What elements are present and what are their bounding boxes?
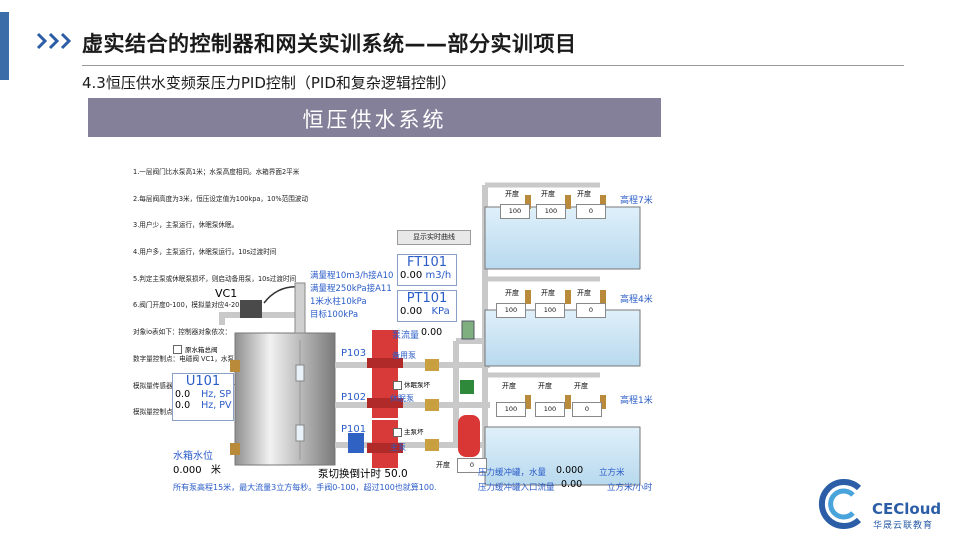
valve-opening-input[interactable]: 0 <box>572 402 602 417</box>
floor-1m-label: 高程1米 <box>620 396 653 406</box>
valve-opening-input[interactable]: 0 <box>576 303 606 318</box>
note-line: 1米水柱10kPa <box>310 297 367 307</box>
p103-label: P103 <box>341 348 367 359</box>
instruction-line: 4.用户多，主泵运行，休眠泵运行。10s过渡时间 <box>133 247 277 256</box>
sleep-pump-fault-label: 休眠泵坏 <box>404 381 430 389</box>
ft101-value: 0.00 <box>400 270 423 281</box>
valve-opening-label: 开度 <box>505 190 519 198</box>
u101-pv-unit: Hz, PV <box>201 400 232 411</box>
pt101-display: PT101 0.00 KPa <box>397 290 457 322</box>
instruction-line: 1.一层阀门比水泵高1米；水泵高度相同。水箱界面2平米 <box>133 167 300 176</box>
main-pump-label: 主泵 <box>390 443 406 452</box>
valve-opening-label: 开度 <box>577 190 591 198</box>
ft101-unit: m3/h <box>425 270 452 281</box>
instruction-line: 2.每层阀高度为3米，恒压设定值为100kpa，10%范围波动 <box>133 194 309 203</box>
valve-opening-input[interactable]: 100 <box>496 303 526 318</box>
instruction-line: 5.判定主泵或休眠泵损坏，则启动备用泵，10s过渡时间 <box>133 274 297 283</box>
buffer-tank-unit: 立方米 <box>599 468 625 478</box>
valve-opening-label: 开度 <box>502 382 516 390</box>
valve-opening-input[interactable]: 100 <box>500 204 530 219</box>
instruction-line: 3.用户少，主泵运行，休眠泵休眠。 <box>133 221 239 230</box>
valve-opening-input[interactable]: 100 <box>536 204 566 219</box>
footer-note: 所有泵高程15米，最大流量3立方每秒。手阀0-100，超过100也就算100. <box>173 483 437 492</box>
valve-opening-input[interactable]: 100 <box>496 402 526 417</box>
floor-tank-1m <box>484 372 641 486</box>
buffer-inlet-value: 0.00 <box>561 479 583 490</box>
valve-opening-label: 开度 <box>541 190 555 198</box>
pt101-value: 0.00 <box>400 306 423 317</box>
main-pump-fault-label: 主泵坏 <box>404 428 424 436</box>
u101-pv-value: 0.0 <box>175 400 191 411</box>
tank-level-label: 水箱水位 <box>173 451 213 462</box>
raw-water-label: 原水箱总阀 <box>185 346 218 354</box>
tank-level-unit: 米 <box>210 465 221 476</box>
valve-opening-input[interactable]: 100 <box>535 402 565 417</box>
pump-flow-value: 0.00 <box>421 327 443 338</box>
cecloud-logo-icon <box>818 479 862 529</box>
switch-countdown: 泵切换倒计时 50.0 <box>318 466 408 481</box>
buffer-tank-value: 0.000 <box>556 465 584 476</box>
bottom-opening-input[interactable]: 0 <box>457 458 487 473</box>
buffer-inlet-label: 压力缓冲罐入口流量 <box>478 483 555 493</box>
floor-tank-4m <box>484 276 641 367</box>
instruction-line: 6.阀门开度0-100，模拟量对应4-20mA <box>133 301 251 310</box>
show-realtime-curve-button[interactable]: 显示实时曲线 <box>397 230 471 245</box>
p101-label: P101 <box>341 424 367 435</box>
main-pump-fault-checkbox[interactable] <box>393 428 402 437</box>
slide-title: 虚实结合的控制器和网关实训系统——部分实训项目 <box>82 32 577 56</box>
valve-opening-label: 开度 <box>574 382 588 390</box>
note-line: 目标100kPa <box>310 310 359 320</box>
buffer-inlet-unit: 立方米/小时 <box>607 483 653 493</box>
slide-subtitle: 4.3恒压供水变频泵压力PID控制（PID和复杂逻辑控制） <box>82 74 456 92</box>
sensor-notes: 满量程10m3/h接A10 满量程250kPa接A11 1米水柱10kPa 目标… <box>310 270 393 322</box>
vc1-label: VC1 <box>215 287 238 300</box>
tank-level-readout: 0.000 米 <box>173 461 221 476</box>
floor-7m-label: 高程7米 <box>620 196 653 206</box>
note-line: 满量程250kPa接A11 <box>310 284 392 294</box>
main-water-tank <box>234 332 336 466</box>
pump-p102 <box>367 370 403 418</box>
valve-opening-label: 开度 <box>577 289 591 297</box>
hmi-title: 恒压供水系统 <box>302 108 447 132</box>
p102-label: P102 <box>341 392 367 403</box>
sleep-pump-fault-checkbox[interactable] <box>393 381 402 390</box>
pt101-label: PT101 <box>406 291 448 306</box>
u101-display: U101 0.0 Hz, SP 0.0 Hz, PV <box>172 373 234 421</box>
switch-countdown-value: 50.0 <box>384 468 408 480</box>
hmi-banner <box>88 98 661 137</box>
buffer-tank-label: 压力缓冲罐，水量 <box>478 468 547 478</box>
brand-name: CECloud <box>872 500 942 518</box>
valve-opening-label: 开度 <box>538 382 552 390</box>
pressure-buffer-tank <box>458 415 480 457</box>
u101-sp-value: 0.0 <box>175 389 191 400</box>
ft101-label: FT101 <box>406 255 447 270</box>
switch-countdown-label: 泵切换倒计时 <box>318 468 381 480</box>
accent-bar <box>0 12 9 80</box>
bottom-opening-label: 开度 <box>436 461 450 469</box>
instruction-line: 模拟量控制点：U101 <box>133 408 197 417</box>
instruction-line: 对象io表如下：控制器对象依次： <box>133 328 232 337</box>
vc1-valve <box>240 300 262 318</box>
valve-opening-input[interactable]: 0 <box>576 204 606 219</box>
floor-4m-label: 高程4米 <box>620 295 653 305</box>
brand-subtitle: 华晟云联教育 <box>873 521 934 531</box>
chevrons-icon <box>36 32 72 50</box>
note-line: 满量程10m3/h接A10 <box>310 271 394 281</box>
ft101-display: FT101 0.00 m3/h <box>397 254 457 286</box>
valve-opening-label: 开度 <box>541 289 555 297</box>
title-divider <box>82 65 904 66</box>
u101-sp-unit: Hz, SP <box>201 389 232 400</box>
pump-flow-label: 泵流量 <box>392 331 420 341</box>
sleep-pump-label: 休眠泵 <box>390 394 414 403</box>
pt101-unit: KPa <box>431 306 450 317</box>
valve-opening-input[interactable]: 100 <box>535 303 565 318</box>
valve-opening-label: 开度 <box>505 289 519 297</box>
tank-level-value: 0.000 <box>173 465 202 476</box>
standby-pump-label: 备用泵 <box>392 351 416 360</box>
raw-water-checkbox[interactable] <box>173 345 182 354</box>
u101-label: U101 <box>185 374 221 389</box>
